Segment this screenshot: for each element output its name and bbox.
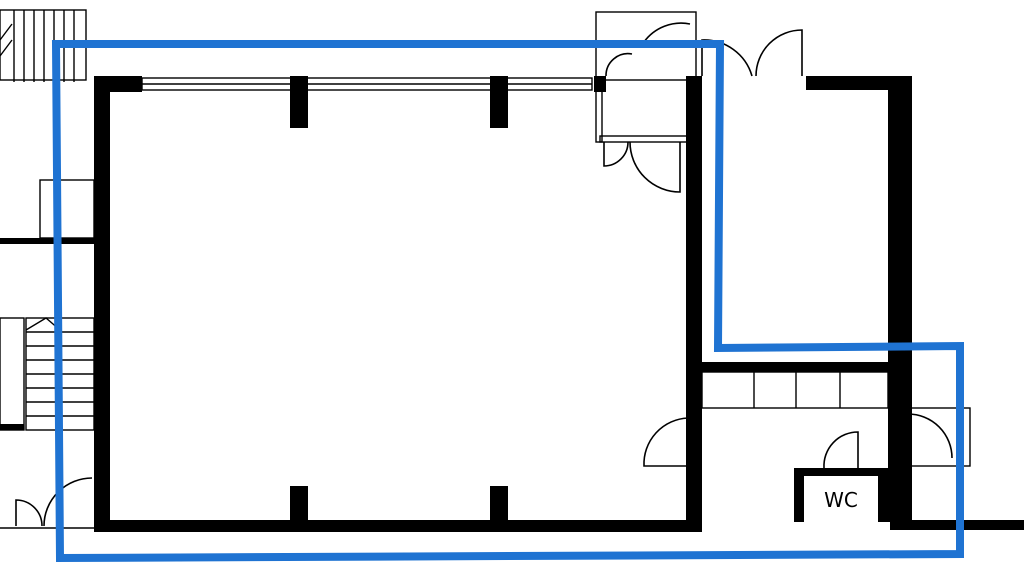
selection-outline[interactable] [51,40,964,563]
main-hall-walls [94,76,702,532]
wc-area: WC [643,407,971,522]
wc-label: WC [824,488,858,512]
storage-shelves [701,371,889,409]
entrance-vestibule [594,11,697,193]
right-room-walls [701,29,1024,530]
left-annex [0,179,96,431]
door-bottom-left [0,477,94,529]
